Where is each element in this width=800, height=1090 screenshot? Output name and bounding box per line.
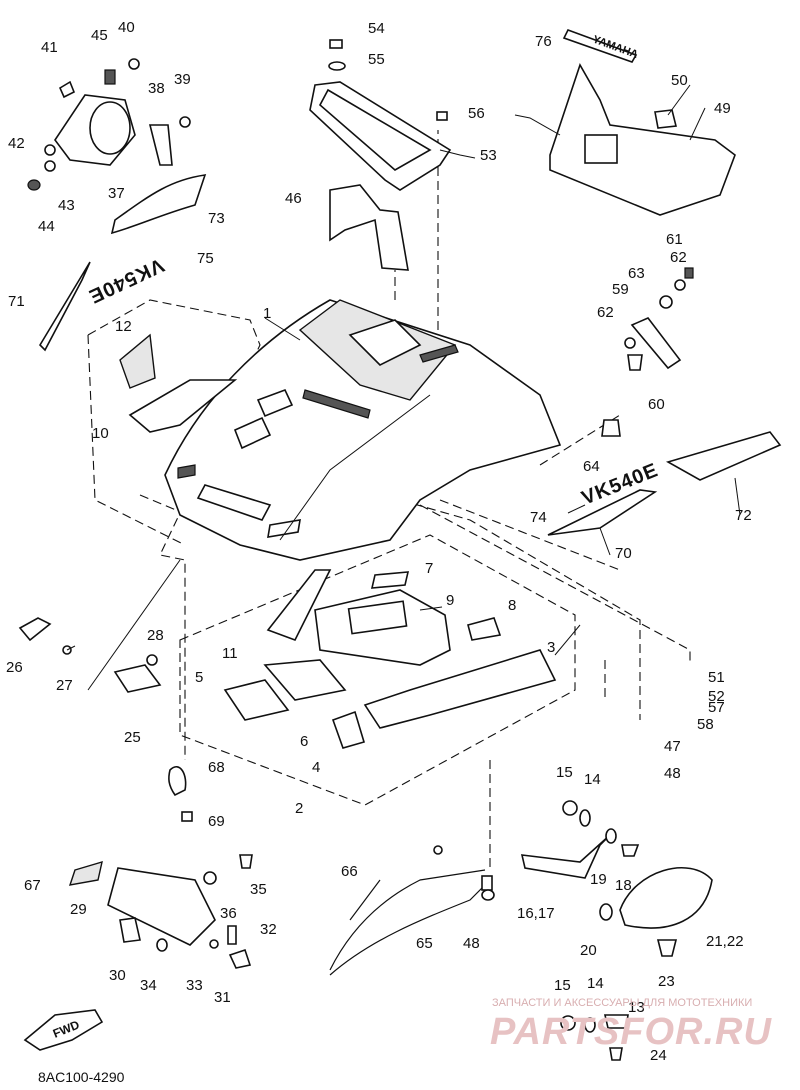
callout-c48b: 48: [463, 935, 480, 952]
callout-c74: 74: [530, 509, 547, 526]
callout-c66: 66: [341, 863, 358, 880]
callout-c47: 47: [664, 738, 681, 755]
callout-c36: 36: [220, 905, 237, 922]
callout-c51: 51: [708, 669, 725, 686]
hood-assembly: [164, 299, 562, 561]
assembly-outlines: [87, 130, 691, 870]
callout-c62a: 62: [670, 249, 687, 266]
drawing-code: 8AC100-4290: [38, 1069, 125, 1085]
callout-c42: 42: [8, 135, 25, 152]
callout-c29: 29: [70, 901, 87, 918]
callout-c1617: 16,17: [517, 905, 555, 922]
callout-c67: 67: [24, 877, 41, 894]
callout-c34: 34: [140, 977, 157, 994]
rear-cowl: [549, 29, 736, 216]
callout-c14a: 14: [584, 771, 601, 788]
callout-labels: 123456789101112131414151516,1718192021,2…: [6, 19, 752, 1064]
callout-c27: 27: [56, 677, 73, 694]
callout-c45: 45: [91, 27, 108, 44]
fwd-arrow: FWD: [23, 1009, 104, 1051]
callout-c11: 11: [222, 645, 238, 662]
callout-c41: 41: [41, 39, 58, 56]
callout-c4: 4: [312, 759, 320, 776]
callout-c31: 31: [214, 989, 231, 1006]
callout-c2122: 21,22: [706, 933, 744, 950]
callout-c63: 63: [628, 265, 645, 282]
callout-c57: 57: [708, 699, 725, 716]
callout-c53: 53: [480, 147, 497, 164]
right-side-parts: [547, 267, 782, 536]
callout-c43: 43: [58, 197, 75, 214]
callout-c5: 5: [195, 669, 203, 686]
callout-c49: 49: [714, 100, 731, 117]
callout-c8: 8: [508, 597, 516, 614]
callout-c64: 64: [583, 458, 600, 475]
lower-right-parts: [520, 800, 713, 1061]
callout-c48a: 48: [664, 765, 681, 782]
lower-left-parts: [68, 854, 253, 969]
callout-c61: 61: [666, 231, 683, 248]
callout-c28: 28: [147, 627, 164, 644]
callout-c2: 2: [295, 800, 303, 817]
callout-c6: 6: [300, 733, 308, 750]
callout-c13: 13: [628, 999, 645, 1016]
callout-c15a: 15: [556, 764, 573, 781]
callout-c72: 72: [735, 507, 752, 524]
callout-c56: 56: [468, 105, 485, 122]
callout-c38: 38: [148, 80, 165, 97]
decal-hood-left: VK540E: [85, 253, 167, 307]
callout-c19: 19: [590, 871, 607, 888]
callout-c44: 44: [38, 218, 55, 235]
callout-c14b: 14: [587, 975, 604, 992]
callout-c73: 73: [208, 210, 225, 227]
watermark-site: PARTSFOR.RU: [490, 1011, 772, 1053]
callout-c50: 50: [671, 72, 688, 89]
callout-c10: 10: [92, 425, 109, 442]
cable-assembly: [329, 845, 495, 976]
callout-c58: 58: [697, 716, 714, 733]
callout-c35: 35: [250, 881, 267, 898]
left-console-assembly: [27, 58, 207, 352]
callout-c65: 65: [416, 935, 433, 952]
callout-c39: 39: [174, 71, 191, 88]
callout-c46: 46: [285, 190, 302, 207]
callout-c68: 68: [208, 759, 225, 776]
callout-c30: 30: [109, 967, 126, 984]
callout-c7: 7: [425, 560, 433, 577]
callout-c1: 1: [263, 305, 271, 322]
hood-vents: [177, 344, 459, 538]
callout-c32: 32: [260, 921, 277, 938]
callout-c70: 70: [615, 545, 632, 562]
callout-c75: 75: [197, 250, 214, 267]
callout-c59: 59: [612, 281, 629, 298]
callout-c3: 3: [547, 639, 555, 656]
callout-c9: 9: [446, 592, 454, 609]
callout-c25: 25: [124, 729, 141, 746]
callout-c20: 20: [580, 942, 597, 959]
callout-c24: 24: [650, 1047, 667, 1064]
callout-c69: 69: [208, 813, 225, 830]
callout-c52: 52: [708, 688, 725, 705]
callout-c54: 54: [368, 20, 385, 37]
callout-c60: 60: [648, 396, 665, 413]
callout-c15b: 15: [554, 977, 571, 994]
watermark-tagline: ЗАПЧАСТИ И АКСЕССУАРЫ ДЛЯ МОТОТЕХНИКИ: [492, 997, 752, 1009]
callout-c76: 76: [535, 33, 552, 50]
left-brackets: [18, 617, 193, 822]
callout-c23: 23: [658, 973, 675, 990]
leader-lines: [66, 84, 741, 691]
callout-c40: 40: [118, 19, 135, 36]
callout-c71: 71: [8, 293, 25, 310]
under-hood-pads: [119, 333, 557, 749]
callout-c33: 33: [186, 977, 203, 994]
callout-c55: 55: [368, 51, 385, 68]
rear-upper-parts: [309, 39, 452, 271]
callout-c26: 26: [6, 659, 23, 676]
callout-c12: 12: [115, 318, 132, 335]
callout-c18: 18: [615, 877, 632, 894]
callout-c62b: 62: [597, 304, 614, 321]
callout-c37: 37: [108, 185, 125, 202]
